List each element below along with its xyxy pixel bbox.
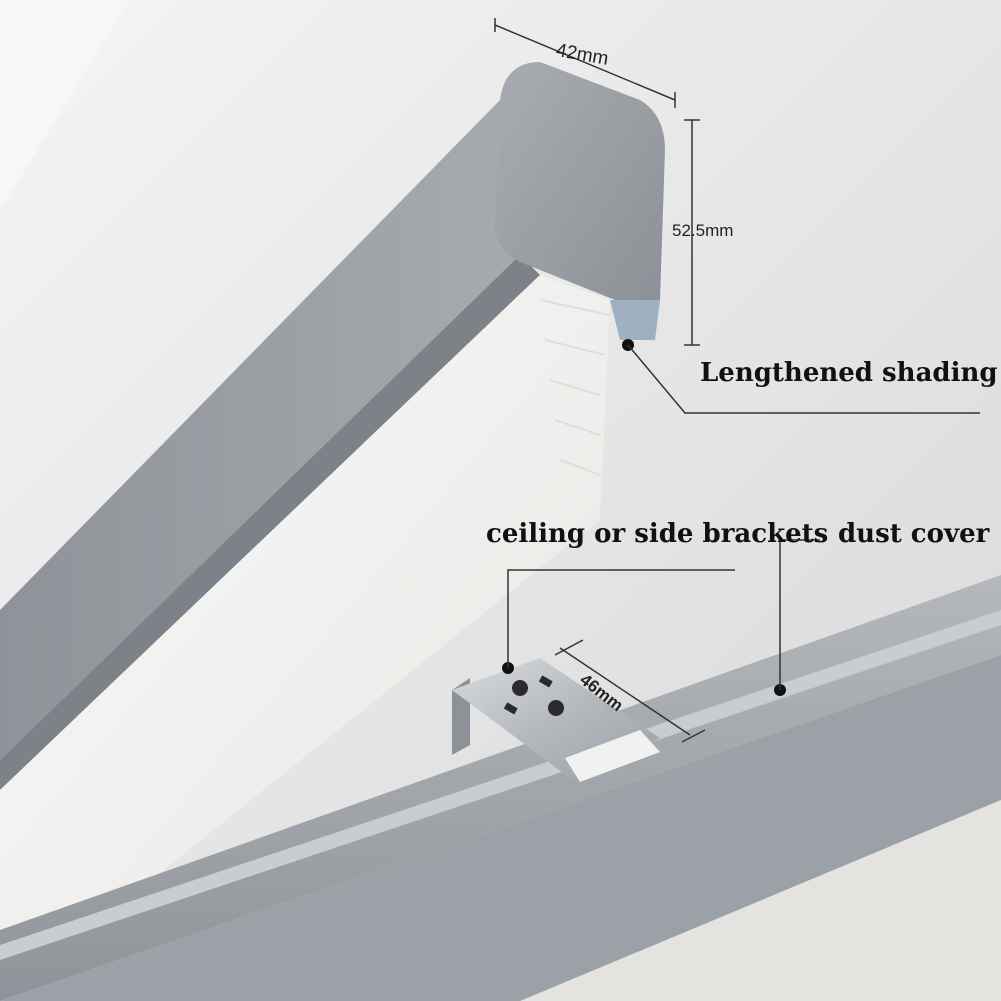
shading-slot-label: Lengthened shading slot (700, 358, 1001, 388)
dust-cover-label: dust cover (838, 519, 990, 549)
upper-rail-underside (0, 255, 540, 790)
upper-rail-body (0, 100, 520, 760)
bracket-slot (503, 702, 518, 715)
bracket-hole (548, 700, 564, 716)
annotation-lines (494, 18, 980, 743)
end-cap (495, 62, 665, 312)
lower-rail-channel (0, 610, 1001, 960)
fabric-pleats (539, 299, 611, 476)
lower-rail-fabric (520, 800, 1001, 1001)
bracket-clip (565, 730, 660, 782)
height-dimension-label: 52.5mm (672, 221, 734, 240)
brackets-label: ceiling or side brackets (486, 519, 829, 549)
shade-fabric (0, 275, 610, 1001)
bracket-slot (538, 675, 553, 688)
shading-slot (610, 300, 660, 340)
ceiling-edge (0, 0, 130, 210)
bracket-hole (512, 680, 528, 696)
